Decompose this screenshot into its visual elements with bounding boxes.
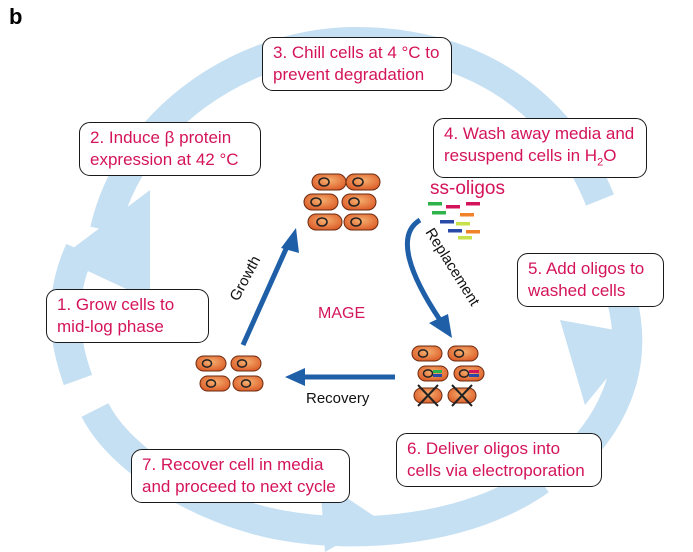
step-2-line1: 2. Induce β protein: [90, 128, 232, 147]
step-5-line1: 5. Add oligos to: [528, 259, 645, 278]
cell-icon: [311, 173, 347, 191]
cycle-arrowhead-left: [60, 190, 150, 300]
cell-icon: [411, 345, 443, 362]
cell-icon: [343, 213, 379, 231]
dead-cell-icon: [413, 384, 443, 407]
center-label: MAGE: [318, 305, 365, 322]
recovery-label: Recovery: [306, 390, 370, 407]
step-4-line2-main: resuspend cells in H: [444, 146, 598, 165]
cell-icon: [453, 365, 485, 382]
step-4-box: 4. Wash away media and resuspend cells i…: [433, 118, 647, 179]
step-7-line2: and proceed to next cycle: [142, 477, 336, 496]
replacement-arrowhead: [429, 314, 452, 338]
step-2-box: 2. Induce β protein expression at 42 °C: [79, 122, 261, 176]
step-3-line2: prevent degradation: [273, 65, 425, 84]
panel-letter: b: [9, 4, 23, 29]
step-2-line2: expression at 42 °C: [90, 150, 239, 169]
growth-arrow: [240, 238, 293, 347]
cell-cluster-bottom-left: [195, 355, 264, 392]
replacement-arrow: [404, 217, 443, 322]
step-1-line1: 1. Grow cells to: [57, 295, 175, 314]
step-7-box: 7. Recover cell in media and proceed to …: [131, 449, 350, 503]
step-6-line2: cells via electroporation: [407, 461, 585, 480]
step-3-line1: 3. Chill cells at 4 °C to: [273, 43, 440, 62]
cell-icon: [230, 355, 262, 372]
oligo-label: ss-oligos: [430, 178, 505, 199]
recovery-arrowhead: [285, 368, 305, 386]
growth-arrowhead: [281, 228, 299, 253]
step-4-line2-end: O: [603, 146, 617, 165]
step-7-line1: 7. Recover cell in media: [142, 455, 324, 474]
oligo-strand-icon: [428, 202, 480, 240]
step-1-box: 1. Grow cells to mid-log phase: [46, 289, 209, 343]
cell-icon: [345, 173, 381, 191]
growth-label: Growth: [227, 253, 265, 304]
cell-icon: [199, 375, 231, 392]
cell-icon: [417, 365, 449, 382]
step-5-box: 5. Add oligos to washed cells: [517, 253, 664, 307]
cell-icon: [232, 375, 264, 392]
inner-arrows: [240, 217, 452, 386]
step-4-line1: 4. Wash away media and: [444, 124, 635, 143]
dead-cell-icon: [447, 384, 477, 407]
cell-icon: [447, 345, 479, 362]
step-4-line2: resuspend cells in H2O: [444, 145, 636, 173]
cycle-arrowhead-right: [560, 320, 642, 405]
step-3-box: 3. Chill cells at 4 °C to prevent degrad…: [262, 37, 452, 91]
cell-icon: [341, 193, 377, 211]
cell-icon: [303, 193, 339, 211]
step-6-box: 6. Deliver oligos into cells via electro…: [396, 433, 602, 487]
cell-icon: [307, 213, 343, 231]
step-5-line2: washed cells: [528, 281, 626, 300]
cell-cluster-bottom-right: [411, 345, 485, 407]
step-1-line2: mid-log phase: [57, 317, 164, 336]
cell-icon: [195, 355, 227, 372]
cell-cluster-top: [303, 173, 381, 231]
step-6-line1: 6. Deliver oligos into: [407, 439, 561, 458]
replacement-label: Replacement: [422, 225, 484, 310]
step-4-line2-sub: 2: [597, 156, 604, 169]
